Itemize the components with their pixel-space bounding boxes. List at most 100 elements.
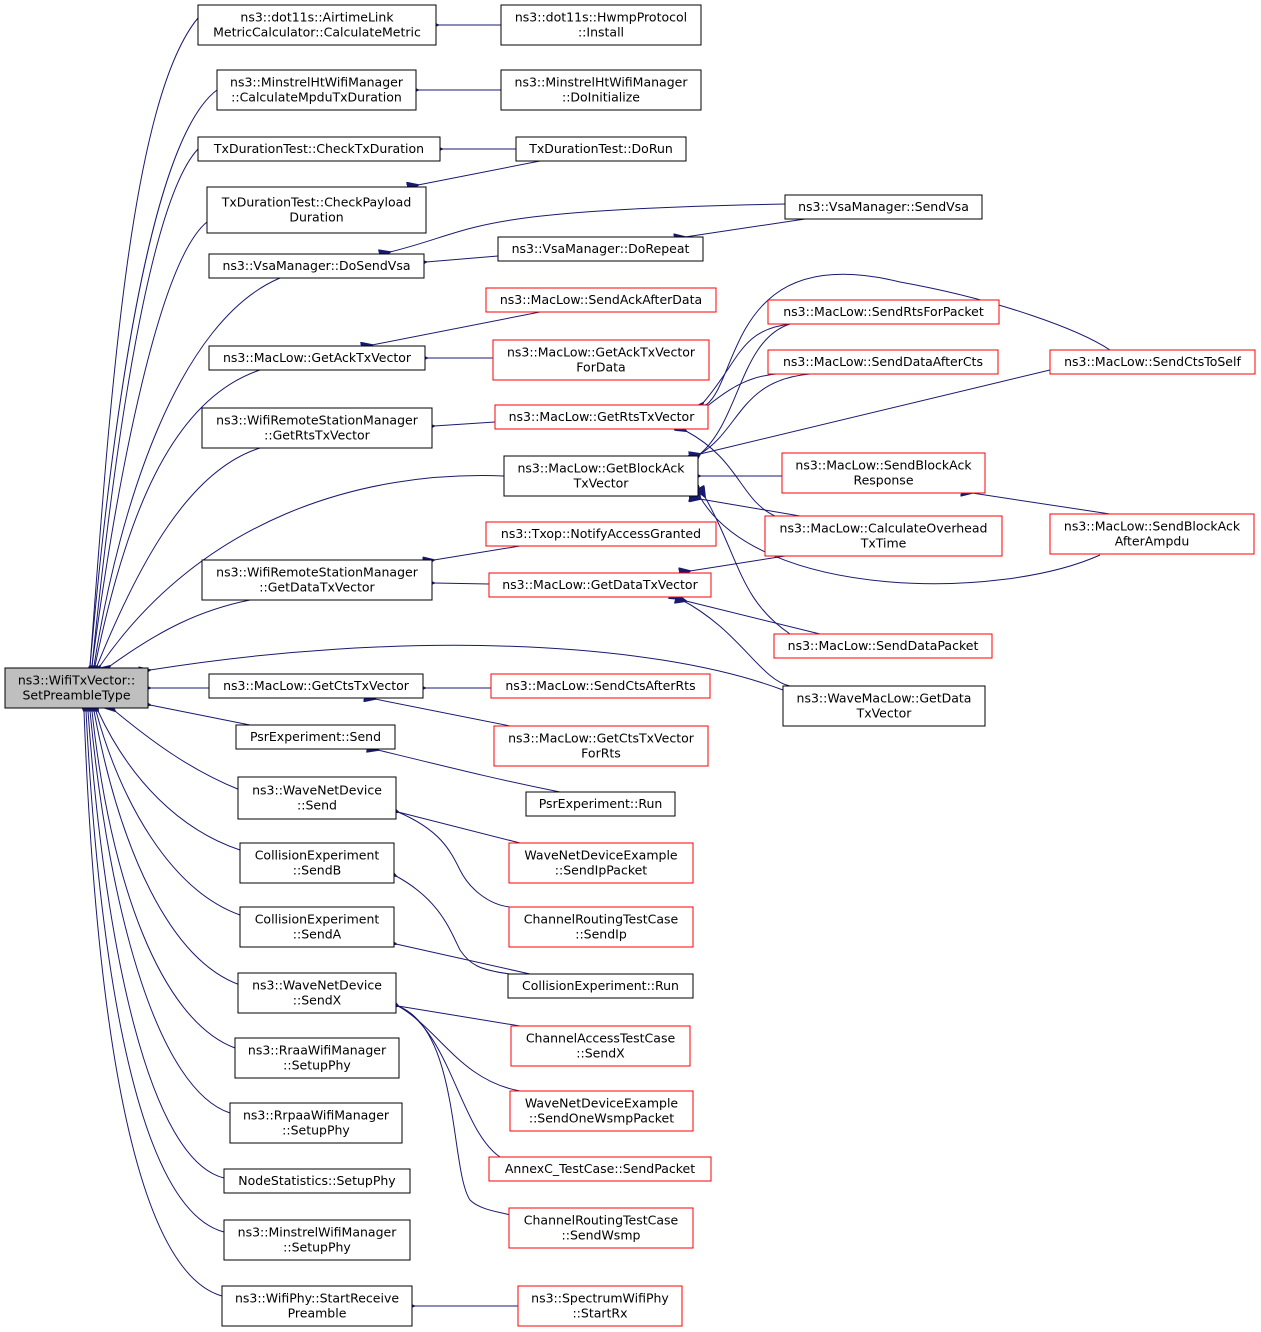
node-label-line: ns3::WifiPhy::StartReceive bbox=[235, 1291, 399, 1306]
node-wmgd[interactable]: ns3::WaveMacLow::GetDataTxVector bbox=[782, 685, 986, 727]
node-label-line: ns3::MinstrelHtWifiManager bbox=[230, 75, 404, 90]
node-vsr[interactable]: ns3::VsaManager::DoRepeat bbox=[497, 236, 704, 262]
node-label-line: ns3::WaveNetDevice bbox=[252, 978, 382, 993]
node-sdp[interactable]: ns3::MacLow::SendDataPacket bbox=[773, 633, 993, 659]
node-nstat[interactable]: NodeStatistics::SetupPhy bbox=[223, 1168, 411, 1194]
node-label-line: Response bbox=[853, 473, 913, 488]
node-crip[interactable]: ChannelRoutingTestCase::SendIp bbox=[508, 906, 694, 948]
node-b1[interactable]: ns3::MinstrelHtWifiManager::CalculateMpd… bbox=[216, 69, 417, 111]
node-label-line: WaveNetDeviceExample bbox=[525, 1096, 679, 1111]
node-crws[interactable]: ChannelRoutingTestCase::SendWsmp bbox=[508, 1207, 694, 1249]
edge-coh-to-gdata bbox=[690, 555, 786, 571]
node-label-line: ns3::MacLow::GetAckTxVector bbox=[223, 350, 412, 365]
edge-wrsdata-to-root bbox=[110, 599, 251, 666]
node-box bbox=[485, 521, 717, 547]
nodes-layer: ns3::WifiTxVector::SetPreambleTypens3::d… bbox=[4, 4, 1256, 1327]
node-label-line: Preamble bbox=[288, 1306, 347, 1321]
node-catx[interactable]: ChannelAccessTestCase::SendX bbox=[510, 1025, 691, 1067]
node-label-line: ChannelRoutingTestCase bbox=[524, 912, 679, 927]
node-box bbox=[490, 673, 711, 699]
node-psrr[interactable]: PsrExperiment::Run bbox=[525, 791, 676, 817]
node-c2[interactable]: TxDurationTest::DoRun bbox=[515, 136, 687, 162]
node-wrsdata[interactable]: ns3::WifiRemoteStationManager::GetDataTx… bbox=[201, 559, 433, 601]
node-box bbox=[4, 667, 149, 709]
node-anxc[interactable]: AnnexC_TestCase::SendPacket bbox=[488, 1156, 712, 1182]
edge-gack-to-root bbox=[95, 369, 261, 666]
node-gack[interactable]: ns3::MacLow::GetAckTxVector bbox=[208, 345, 426, 371]
node-box bbox=[508, 1207, 694, 1249]
node-box bbox=[488, 1156, 712, 1182]
node-txop[interactable]: ns3::Txop::NotifyAccessGranted bbox=[485, 521, 717, 547]
node-srtsp[interactable]: ns3::MacLow::SendRtsForPacket bbox=[767, 299, 1000, 325]
node-gcts[interactable]: ns3::MacLow::GetCtsTxVector bbox=[208, 673, 424, 699]
node-grts[interactable]: ns3::MacLow::GetRtsTxVector bbox=[494, 404, 709, 430]
node-wndews[interactable]: WaveNetDeviceExample::SendOneWsmpPacket bbox=[509, 1090, 694, 1132]
node-mwm[interactable]: ns3::MinstrelWifiManager::SetupPhy bbox=[223, 1219, 411, 1261]
node-label-line: ns3::dot11s::HwmpProtocol bbox=[515, 10, 687, 25]
edge-wrsrts-to-root bbox=[97, 447, 261, 666]
node-box bbox=[500, 4, 702, 46]
edge-cea-to-root bbox=[96, 711, 241, 916]
node-label-line: ::SetupPhy bbox=[283, 1058, 351, 1073]
node-wrsrts[interactable]: ns3::WifiRemoteStationManager::GetRtsTxV… bbox=[201, 407, 433, 449]
node-label-line: ns3::MacLow::GetCtsTxVector bbox=[508, 731, 695, 746]
node-box bbox=[201, 407, 433, 449]
edge-scts-to-gba bbox=[700, 369, 1051, 454]
node-rraa[interactable]: ns3::RraaWifiManager::SetupPhy bbox=[234, 1037, 400, 1079]
node-label-line: ns3::SpectrumWifiPhy bbox=[531, 1291, 669, 1306]
node-vss[interactable]: ns3::VsaManager::SendVsa bbox=[784, 194, 983, 220]
node-rrpaa[interactable]: ns3::RrpaaWifiManager::SetupPhy bbox=[229, 1102, 403, 1144]
edge-wpsrp-to-root bbox=[84, 711, 223, 1297]
node-vsd[interactable]: ns3::VsaManager::DoSendVsa bbox=[208, 253, 425, 279]
edge-wndx-to-root bbox=[94, 711, 241, 986]
node-label-line: ns3::MinstrelWifiManager bbox=[238, 1225, 398, 1240]
node-scar[interactable]: ns3::MacLow::SendCtsAfterRts bbox=[490, 673, 711, 699]
node-label-line: TxDurationTest::DoRun bbox=[528, 141, 673, 156]
edge-coh-to-grts bbox=[686, 431, 776, 517]
node-label-line: ns3::WaveNetDevice bbox=[252, 783, 382, 798]
node-label-line: WaveNetDeviceExample bbox=[524, 848, 678, 863]
node-box bbox=[782, 685, 986, 727]
node-label-line: ::SendX bbox=[293, 993, 342, 1008]
edge-nstat-to-root bbox=[88, 711, 225, 1179]
node-c1[interactable]: TxDurationTest::CheckTxDuration bbox=[197, 136, 441, 162]
edge-scts-to-grts bbox=[706, 273, 1111, 405]
node-scts[interactable]: ns3::MacLow::SendCtsToSelf bbox=[1049, 349, 1256, 375]
node-a1[interactable]: ns3::dot11s::AirtimeLinkMetricCalculator… bbox=[197, 4, 437, 46]
edge-anxc-to-wndx bbox=[398, 1006, 501, 1158]
node-label-line: AnnexC_TestCase::SendPacket bbox=[505, 1161, 695, 1176]
node-label-line: ns3::MacLow::SendDataPacket bbox=[788, 638, 979, 653]
node-box bbox=[239, 906, 395, 948]
node-ceb[interactable]: CollisionExperiment::SendB bbox=[239, 842, 395, 884]
node-label-line: Duration bbox=[289, 210, 343, 225]
node-cer[interactable]: CollisionExperiment::Run bbox=[507, 973, 694, 999]
node-label-line: ns3::MacLow::GetDataTxVector bbox=[502, 577, 698, 592]
node-a2[interactable]: ns3::dot11s::HwmpProtocol::Install bbox=[500, 4, 702, 46]
node-box bbox=[497, 236, 704, 262]
node-wnds[interactable]: ns3::WaveNetDevice::Send bbox=[237, 776, 397, 820]
node-gdata[interactable]: ns3::MacLow::GetDataTxVector bbox=[488, 572, 712, 598]
node-cea[interactable]: CollisionExperiment::SendA bbox=[239, 906, 395, 948]
node-label-line: ns3::WaveMacLow::GetData bbox=[797, 691, 972, 706]
node-swprx[interactable]: ns3::SpectrumWifiPhy::StartRx bbox=[517, 1285, 683, 1327]
node-psrs[interactable]: PsrExperiment::Send bbox=[235, 724, 396, 750]
node-b2[interactable]: ns3::MinstrelHtWifiManager::DoInitialize bbox=[500, 69, 702, 111]
node-sackd[interactable]: ns3::MacLow::SendAckAfterData bbox=[485, 287, 717, 313]
edge-vsr-to-vsd bbox=[426, 255, 499, 262]
node-box bbox=[507, 973, 694, 999]
node-label-line: ns3::dot11s::AirtimeLink bbox=[240, 10, 394, 25]
node-wndeip[interactable]: WaveNetDeviceExample::SendIpPacket bbox=[508, 842, 694, 884]
node-label-line: ::SendIpPacket bbox=[555, 863, 648, 878]
node-box bbox=[216, 69, 417, 111]
node-label-line: AfterAmpdu bbox=[1115, 534, 1190, 549]
node-sdac[interactable]: ns3::MacLow::SendDataAfterCts bbox=[767, 349, 999, 375]
node-wndx[interactable]: ns3::WaveNetDevice::SendX bbox=[237, 972, 397, 1014]
